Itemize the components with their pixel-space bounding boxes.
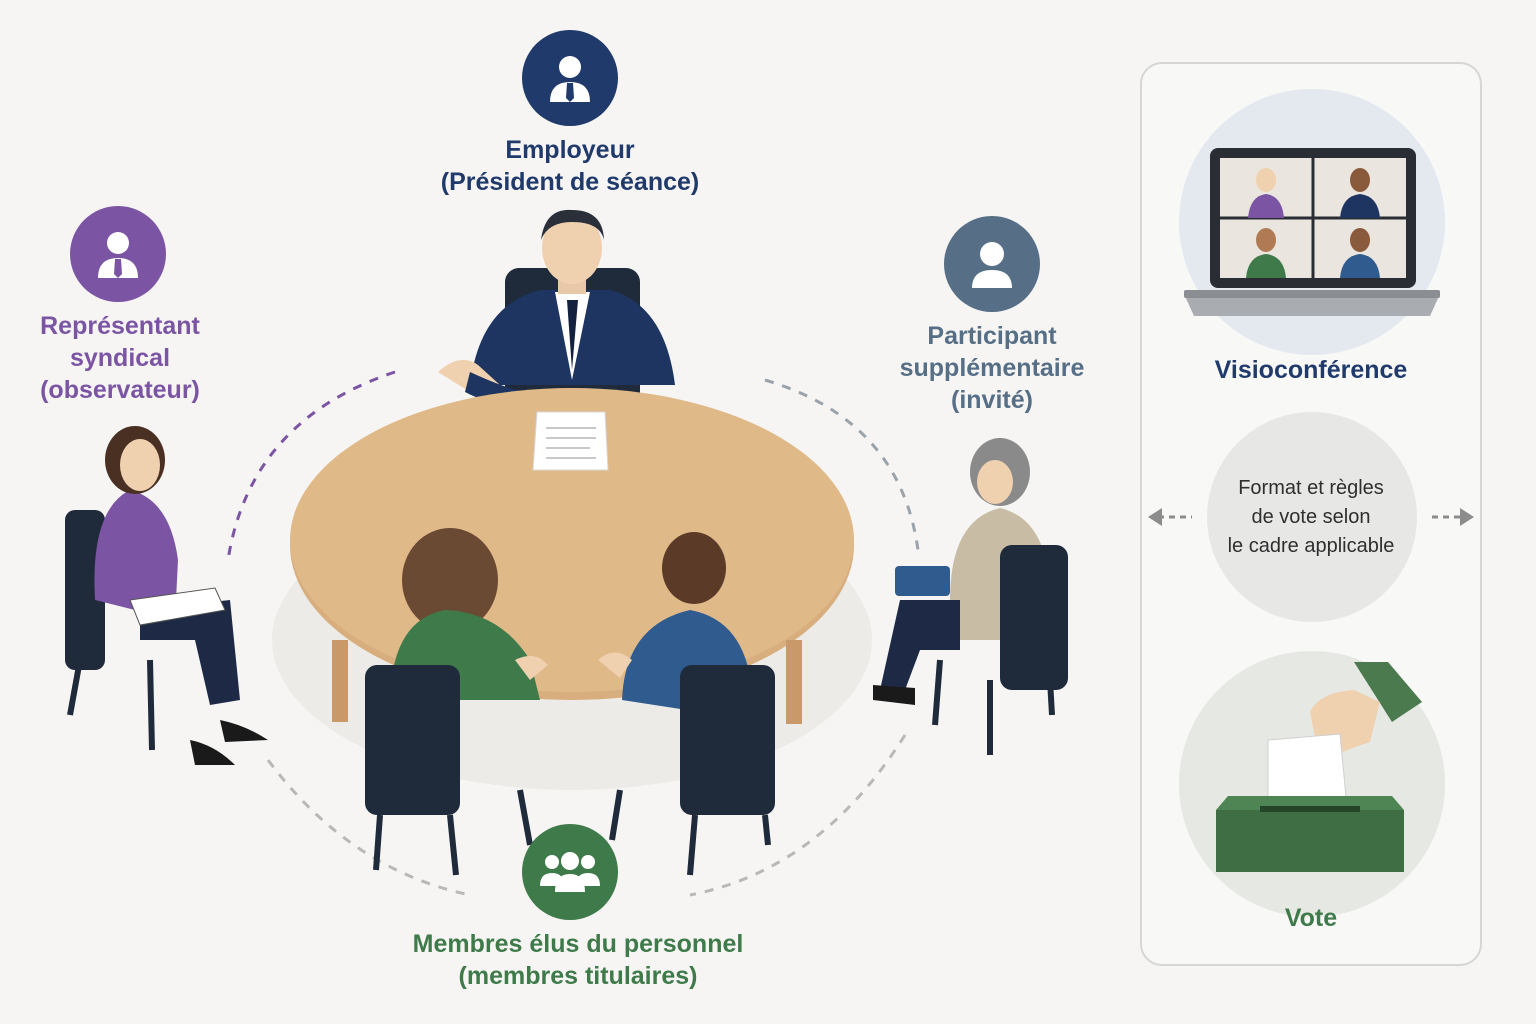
person-icon [964, 236, 1020, 292]
rules-text-line2: de vote selon [1190, 503, 1432, 532]
group-icon [539, 848, 601, 896]
videoconference-label: Visioconférence [1150, 356, 1472, 385]
union-rep-figure [65, 426, 268, 765]
person-tie-icon [542, 50, 598, 106]
member-woman-chair [365, 665, 460, 815]
rules-text-line1: Format et règles [1190, 474, 1432, 503]
members-label-line2: (membres titulaires) [380, 960, 776, 992]
rules-text-line3: le cadre applicable [1190, 532, 1432, 561]
extra-participant-label: Participant supplémentaire (invité) [872, 320, 1112, 416]
extra-participant-chair [1000, 545, 1068, 690]
members-icon-circle [522, 824, 618, 920]
extra-participant-icon-circle [944, 216, 1040, 312]
extra-participant-label-line3: (invité) [872, 384, 1112, 416]
extra-participant-label-line2: supplémentaire [872, 352, 1112, 384]
members-label: Membres élus du personnel (membres titul… [380, 928, 776, 992]
members-label-line1: Membres élus du personnel [380, 928, 776, 960]
union-rep-label-line2: syndical [10, 342, 230, 374]
table-leg [786, 640, 802, 724]
table-leg [332, 640, 348, 722]
person-tie-icon [90, 226, 146, 282]
union-rep-icon-circle [70, 206, 166, 302]
rules-text: Format et règles de vote selon le cadre … [1190, 474, 1432, 561]
employer-icon-circle [522, 30, 618, 126]
extra-participant-label-line1: Participant [872, 320, 1112, 352]
member-man-chair [680, 665, 775, 815]
vote-label: Vote [1150, 904, 1472, 933]
right-arrow-icon [1432, 508, 1474, 526]
union-rep-label-line3: (observateur) [10, 374, 230, 406]
union-rep-label: Représentant syndical (observateur) [10, 310, 230, 406]
employer-label-line1: Employeur [400, 134, 740, 166]
employer-label-line2: (Président de séance) [400, 166, 740, 198]
extra-participant-figure [873, 438, 1068, 755]
document-on-table [533, 412, 608, 470]
laptop-icon [1184, 148, 1440, 316]
union-rep-label-line1: Représentant [10, 310, 230, 342]
employer-label: Employeur (Président de séance) [400, 134, 740, 198]
left-arrow-icon [1148, 508, 1192, 526]
